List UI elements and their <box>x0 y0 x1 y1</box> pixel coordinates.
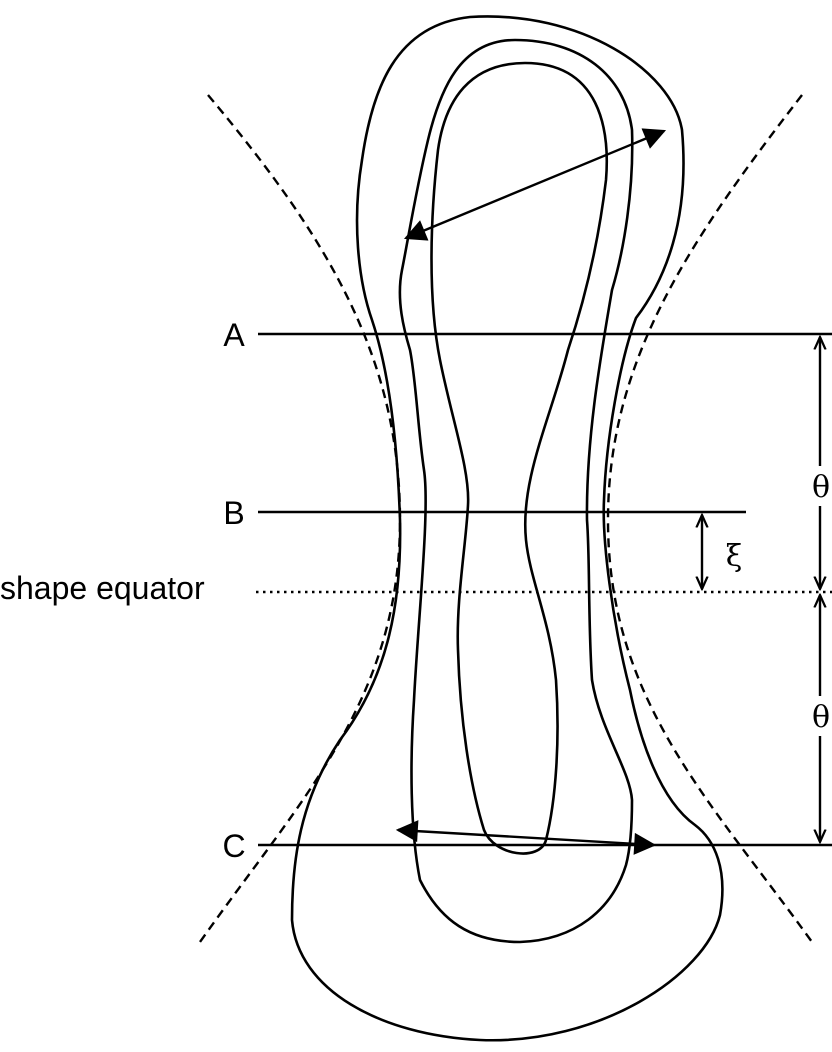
outer-contour <box>290 15 724 1042</box>
lower-diagonal-arrow <box>395 820 657 855</box>
left-dashed-boundary <box>199 94 402 943</box>
label-b: B <box>223 495 244 531</box>
label-a: A <box>223 317 245 353</box>
upper-diagonal-arrow <box>403 128 667 241</box>
middle-contour <box>398 38 634 944</box>
inner-contour <box>430 61 609 855</box>
theta-upper-backdrop <box>806 466 832 506</box>
right-dashed-boundary <box>606 94 813 943</box>
theta-lower-label: θ <box>812 700 830 735</box>
theta-lower-backdrop <box>806 696 832 736</box>
theta-upper-label: θ <box>812 470 830 505</box>
label-c: C <box>222 828 245 864</box>
label-shape-equator: shape equator <box>0 570 205 606</box>
xi-label: ξ <box>726 539 743 574</box>
